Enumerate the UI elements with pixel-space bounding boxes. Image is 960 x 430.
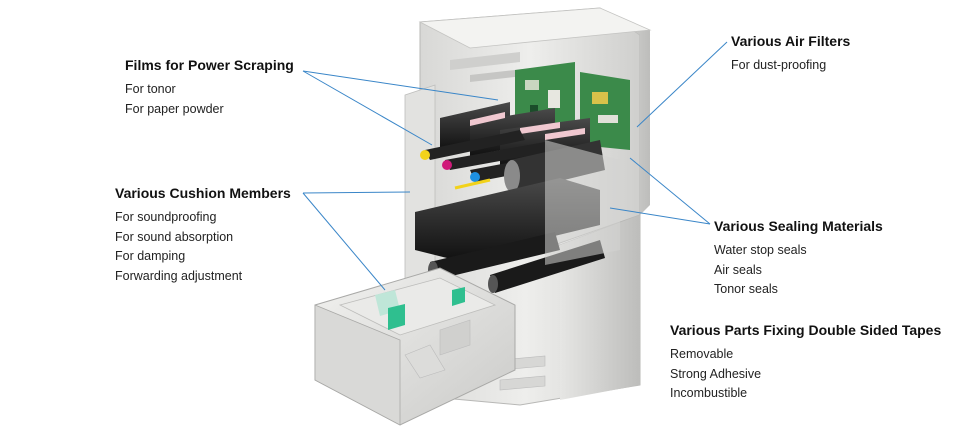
callout-air-filters: Various Air Filters For dust-proofing [731, 33, 850, 76]
callout-item: Water stop seals [714, 243, 807, 257]
callout-title: Various Sealing Materials [714, 218, 883, 234]
callout-sealing-materials: Various Sealing Materials Water stop sea… [714, 218, 883, 300]
leader-line-cushion-2 [302, 192, 386, 291]
callout-item: Incombustible [670, 386, 748, 400]
callout-title: Films for Power Scraping [125, 57, 294, 73]
callout-item: For dust-proofing [731, 58, 827, 72]
toner-cartridges [415, 102, 620, 293]
callout-item: Removable [670, 347, 734, 361]
callout-title: Various Cushion Members [115, 185, 291, 201]
callout-double-sided-tapes: Various Parts Fixing Double Sided Tapes … [670, 322, 941, 404]
callout-item: For paper powder [125, 101, 224, 116]
callout-item: For damping [115, 249, 186, 263]
leader-line-seal-1 [629, 157, 711, 225]
leader-lines [302, 41, 728, 291]
callout-item: Strong Adhesive [670, 366, 762, 381]
callout-item: Tonor seals [714, 282, 778, 296]
leader-line-films-2 [302, 70, 433, 146]
callout-title: Various Parts Fixing Double Sided Tapes [670, 322, 942, 338]
leader-line-air [636, 41, 728, 128]
leader-line-seal-2 [609, 207, 711, 225]
callout-cushion-members: Various Cushion Members For soundproofin… [115, 185, 291, 286]
callout-films-power-scraping: Films for Power Scraping For tonor For p… [125, 57, 294, 119]
callout-item: Forwarding adjustment [115, 268, 243, 283]
leader-line-cushion-1 [302, 191, 411, 194]
callout-item: For soundproofing [115, 210, 217, 224]
callout-title: Various Air Filters [731, 33, 851, 49]
leader-line-films-1 [302, 70, 499, 101]
callout-item: For sound absorption [115, 229, 234, 244]
paper-tray [314, 267, 516, 426]
callout-item: For tonor [125, 82, 176, 96]
callout-item: Air seals [714, 262, 762, 277]
